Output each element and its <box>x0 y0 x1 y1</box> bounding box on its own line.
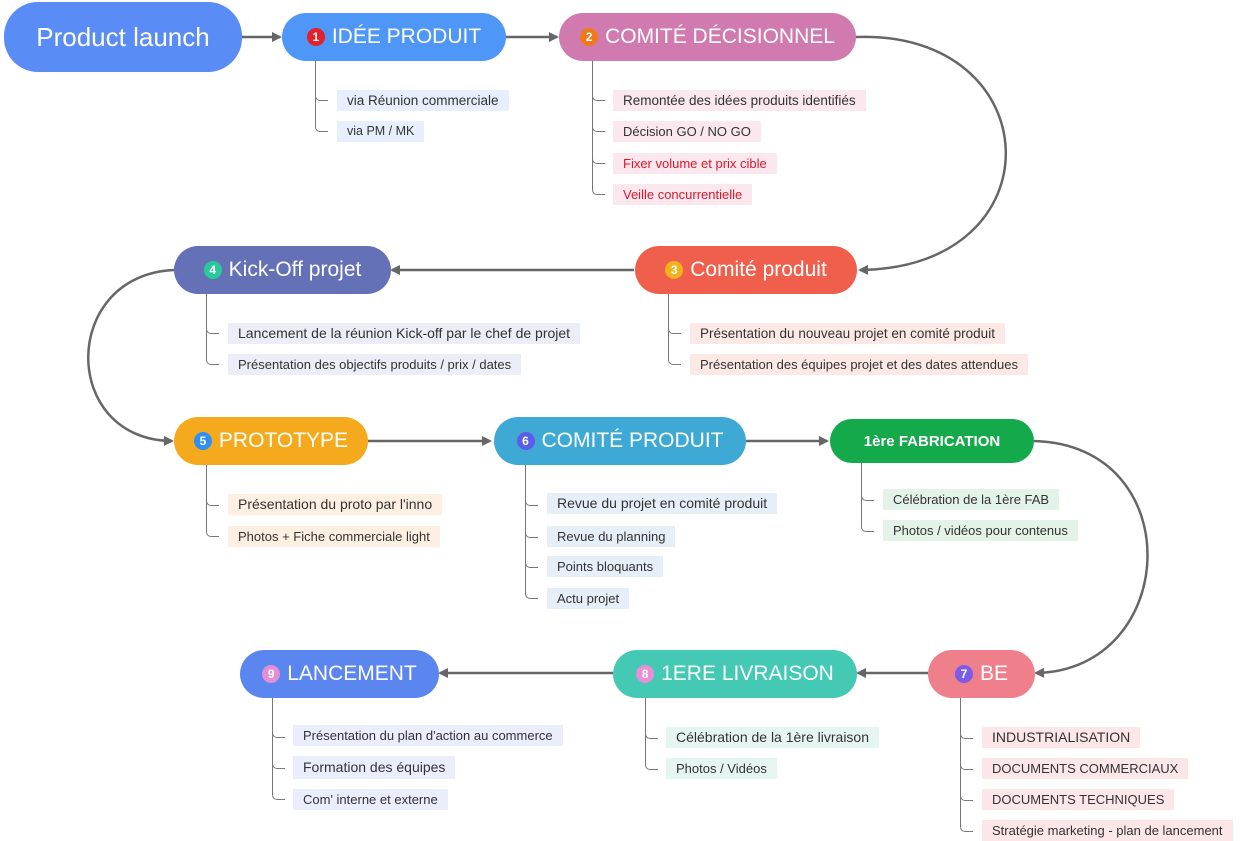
step-label: COMITÉ DÉCISIONNEL <box>605 25 835 48</box>
branch-tick <box>206 496 219 506</box>
list-item: Photos / vidéos pour contenus <box>883 520 1078 541</box>
list-item: Revue du projet en comité produit <box>547 493 778 514</box>
branch-tick <box>525 496 538 506</box>
branch-tick <box>861 522 874 532</box>
list-item: Lancement de la réunion Kick-off par le … <box>228 323 581 344</box>
branch-tick <box>315 91 328 101</box>
number-badge-icon: 2 <box>580 28 599 46</box>
number-badge-icon: 9 <box>262 665 281 683</box>
step-label: PROTOTYPE <box>218 429 349 452</box>
list-item: Célébration de la 1ère FAB <box>883 489 1060 510</box>
list-item: Com' interne et externe <box>293 789 448 810</box>
branch-line <box>272 698 273 790</box>
list-item: Célébration de la 1ère livraison <box>666 727 879 748</box>
branch-tick <box>960 760 973 770</box>
branch-tick <box>592 122 605 132</box>
list-item: Remontée des idées produits identifiés <box>613 90 866 111</box>
branch-tick <box>525 589 538 599</box>
list-item: Formation des équipes <box>293 756 456 779</box>
step-label: IDÉE PRODUIT <box>331 25 482 48</box>
step-label: LANCEMENT <box>287 662 417 685</box>
number-badge-icon: 6 <box>516 432 535 450</box>
branch-line <box>525 465 526 590</box>
branch-tick <box>525 528 538 538</box>
list-item: Décision GO / NO GO <box>613 121 761 142</box>
root-label: Product launch <box>36 21 210 52</box>
number-badge-icon: 4 <box>203 261 222 279</box>
list-item: via Réunion commerciale <box>337 90 509 111</box>
branch-tick <box>645 729 658 739</box>
branch-tick <box>315 122 328 132</box>
branch-tick <box>272 728 285 738</box>
root-node[interactable]: Product launch <box>4 2 242 72</box>
step-node-9[interactable]: 9 LANCEMENT <box>240 650 439 698</box>
step-node-6[interactable]: 6 COMITÉ PRODUIT <box>494 417 746 465</box>
number-badge-icon: 5 <box>193 432 212 450</box>
step-label: BE <box>979 662 1008 685</box>
branch-tick <box>960 791 973 801</box>
list-item: Présentation des équipes projet et des d… <box>690 354 1028 375</box>
branch-tick <box>645 760 658 770</box>
list-item: DOCUMENTS COMMERCIAUX <box>982 758 1189 779</box>
list-item: Présentation des objectifs produits / pr… <box>228 354 522 375</box>
list-item: Points bloquants <box>547 556 664 577</box>
step-node-1[interactable]: 1 IDÉE PRODUIT <box>282 13 506 61</box>
step-label: 1ERE LIVRAISON <box>661 662 834 685</box>
list-item: Fixer volume et prix cible <box>613 153 777 174</box>
step-label: 1ère FABRICATION <box>863 432 1001 450</box>
connector-2-3 <box>855 35 1007 275</box>
list-item: DOCUMENTS TECHNIQUES <box>982 789 1175 810</box>
number-badge-icon: 3 <box>665 261 684 279</box>
branch-tick <box>960 729 973 739</box>
list-item: via PM / MK <box>337 121 425 142</box>
branch-tick <box>668 355 681 365</box>
connector-fab-7 <box>1033 439 1149 678</box>
list-item: Stratégie marketing - plan de lancement <box>982 820 1233 841</box>
step-node-7[interactable]: 7 BE <box>928 650 1035 698</box>
branch-tick <box>592 185 605 195</box>
branch-tick <box>206 324 219 334</box>
step-node-fabrication[interactable]: 1ère FABRICATION <box>830 419 1034 463</box>
step-node-2[interactable]: 2 COMITÉ DÉCISIONNEL <box>559 13 856 61</box>
branch-tick <box>206 355 219 365</box>
step-node-4[interactable]: 4 Kick-Off projet <box>174 246 391 294</box>
step-node-3[interactable]: 3 Comité produit <box>635 246 857 294</box>
list-item: Revue du planning <box>547 526 676 547</box>
list-item: Présentation du nouveau projet en comité… <box>690 323 1005 344</box>
number-badge-icon: 1 <box>306 28 325 46</box>
branch-tick <box>668 324 681 334</box>
branch-tick <box>592 154 605 164</box>
list-item: Photos / Vidéos <box>666 758 777 779</box>
step-node-5[interactable]: 5 PROTOTYPE <box>174 417 368 465</box>
list-item: INDUSTRIALISATION <box>982 727 1141 748</box>
list-item: Veille concurrentielle <box>613 184 753 205</box>
step-label: COMITÉ PRODUIT <box>541 429 724 452</box>
branch-tick <box>206 527 219 537</box>
number-badge-icon: 8 <box>636 665 655 683</box>
branch-tick <box>272 759 285 769</box>
branch-tick <box>525 558 538 568</box>
branch-tick <box>592 91 605 101</box>
list-item: Actu projet <box>547 588 630 609</box>
step-label: Comité produit <box>690 258 827 281</box>
list-item: Présentation du plan d'action au commerc… <box>293 725 563 746</box>
step-label: Kick-Off projet <box>228 258 362 281</box>
branch-tick <box>861 491 874 501</box>
number-badge-icon: 7 <box>954 665 973 683</box>
connector-4-5 <box>87 268 175 446</box>
list-item: Présentation du proto par l'inno <box>228 494 443 515</box>
branch-tick <box>960 822 973 832</box>
branch-tick <box>272 790 285 800</box>
list-item: Photos + Fiche commerciale light <box>228 526 440 547</box>
step-node-8[interactable]: 8 1ERE LIVRAISON <box>613 650 857 698</box>
